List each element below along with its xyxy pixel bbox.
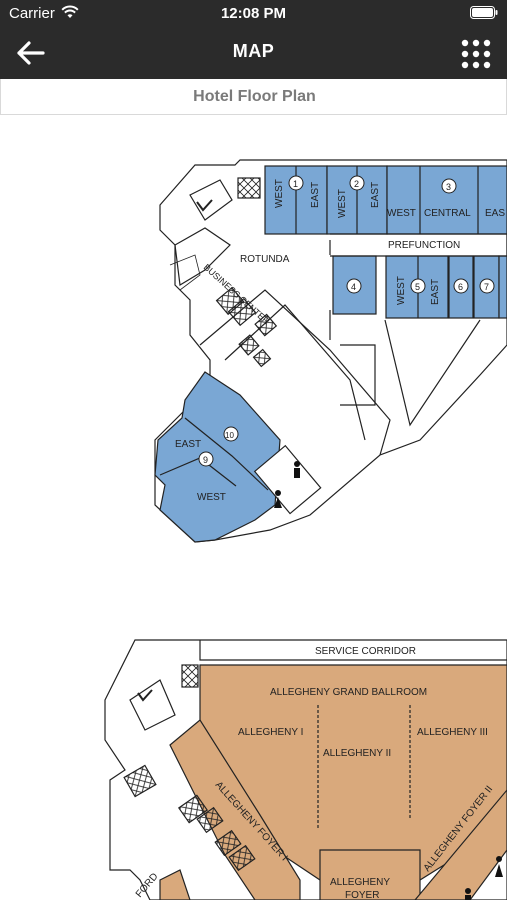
svg-text:10: 10 bbox=[225, 431, 234, 440]
svg-text:CENTRAL: CENTRAL bbox=[424, 208, 471, 219]
battery-icon bbox=[470, 6, 498, 19]
clock: 12:08 PM bbox=[220, 5, 287, 22]
svg-text:EAST: EAST bbox=[310, 182, 321, 208]
page-title: MAP bbox=[232, 41, 275, 61]
svg-text:EAST: EAST bbox=[370, 182, 381, 208]
svg-text:EAST: EAST bbox=[175, 439, 201, 450]
svg-text:EAS: EAS bbox=[485, 208, 505, 219]
svg-text:ALLEGHENY I: ALLEGHENY I bbox=[238, 727, 303, 738]
floor-plan-map[interactable]: BUSINESS CENTER ROTUNDA WES bbox=[0, 115, 507, 900]
svg-text:ALLEGHENY: ALLEGHENY bbox=[330, 877, 390, 888]
svg-text:WEST: WEST bbox=[396, 276, 407, 305]
status-bar: Carrier 12:08 PM bbox=[0, 0, 507, 28]
svg-text:WEST: WEST bbox=[387, 208, 416, 219]
svg-text:6: 6 bbox=[458, 282, 463, 292]
lower-restroom-icon bbox=[465, 856, 503, 900]
wifi-icon bbox=[61, 5, 79, 18]
svg-text:2: 2 bbox=[354, 179, 359, 189]
svg-text:WEST: WEST bbox=[337, 189, 348, 218]
carrier-label: Carrier bbox=[9, 5, 55, 22]
svg-text:FOYER: FOYER bbox=[345, 890, 379, 900]
back-arrow-icon bbox=[17, 41, 45, 65]
svg-text:7: 7 bbox=[484, 282, 489, 292]
svg-text:WEST: WEST bbox=[197, 492, 226, 503]
lower-floor-plan bbox=[104, 639, 507, 900]
svg-text:WEST: WEST bbox=[274, 179, 285, 208]
svg-text:9: 9 bbox=[203, 455, 208, 465]
svg-text:SERVICE CORRIDOR: SERVICE CORRIDOR bbox=[315, 646, 416, 657]
svg-text:1: 1 bbox=[293, 179, 298, 189]
svg-text:3: 3 bbox=[446, 182, 451, 192]
floor-plan-header: Hotel Floor Plan bbox=[0, 79, 507, 115]
svg-text:PREFUNCTION: PREFUNCTION bbox=[388, 240, 460, 251]
svg-text:ALLEGHENY II: ALLEGHENY II bbox=[323, 748, 391, 759]
rotunda-label: ROTUNDA bbox=[240, 254, 290, 265]
restroom-icon bbox=[274, 461, 300, 508]
rooms-9-10 bbox=[154, 371, 322, 543]
grid-menu-button[interactable] bbox=[460, 38, 492, 70]
svg-text:ALLEGHENY GRAND BALLROOM: ALLEGHENY GRAND BALLROOM bbox=[270, 687, 427, 698]
grid-icon bbox=[461, 39, 491, 69]
rooms-9-10-labels: 10 EAST 9 WEST bbox=[175, 426, 239, 503]
floor-plan-image: BUSINESS CENTER ROTUNDA WES bbox=[104, 159, 507, 900]
navigation-bar: MAP bbox=[0, 28, 507, 79]
svg-text:EAST: EAST bbox=[430, 279, 441, 305]
back-button[interactable] bbox=[10, 36, 50, 70]
svg-text:5: 5 bbox=[415, 282, 420, 292]
floor-plan-title: Hotel Floor Plan bbox=[193, 88, 316, 105]
upper-room-labels: WEST 1 EAST WEST 2 EAST 3 WEST CENTRAL E… bbox=[274, 175, 505, 305]
top-app-bar: Carrier 12:08 PM MAP bbox=[0, 0, 507, 79]
svg-text:4: 4 bbox=[351, 282, 356, 292]
svg-text:ALLEGHENY III: ALLEGHENY III bbox=[417, 727, 488, 738]
